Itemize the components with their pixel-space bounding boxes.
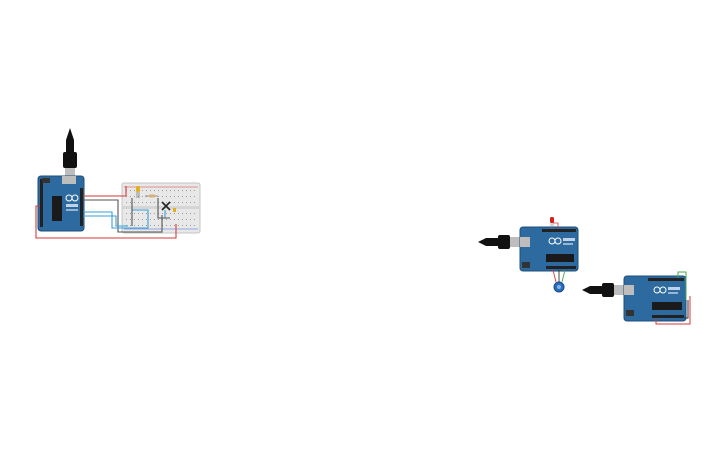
breadboard-components[interactable] [136,186,176,212]
yellow-led[interactable] [136,186,140,198]
breadboard-1[interactable] [121,182,201,234]
arduino-board-1[interactable] [37,175,85,232]
usb-cable-arduino-1[interactable] [63,128,77,180]
potentiometer[interactable] [552,269,566,293]
arduino-logo-icon [548,237,562,245]
small-led[interactable] [173,208,176,212]
usb-cable-arduino-3[interactable] [582,283,626,297]
wires-right[interactable] [655,271,691,325]
arduino-logo-icon [653,286,667,294]
usb-cable-arduino-2[interactable] [478,235,522,249]
arduino-board-2[interactable] [519,226,579,272]
wires-left[interactable] [35,186,177,239]
red-led[interactable] [550,217,554,229]
pushbutton[interactable] [161,201,171,211]
led-wire[interactable] [553,222,559,229]
resistor[interactable] [145,194,158,198]
arduino-logo-icon [65,194,79,202]
arduino-board-3[interactable] [623,275,687,322]
